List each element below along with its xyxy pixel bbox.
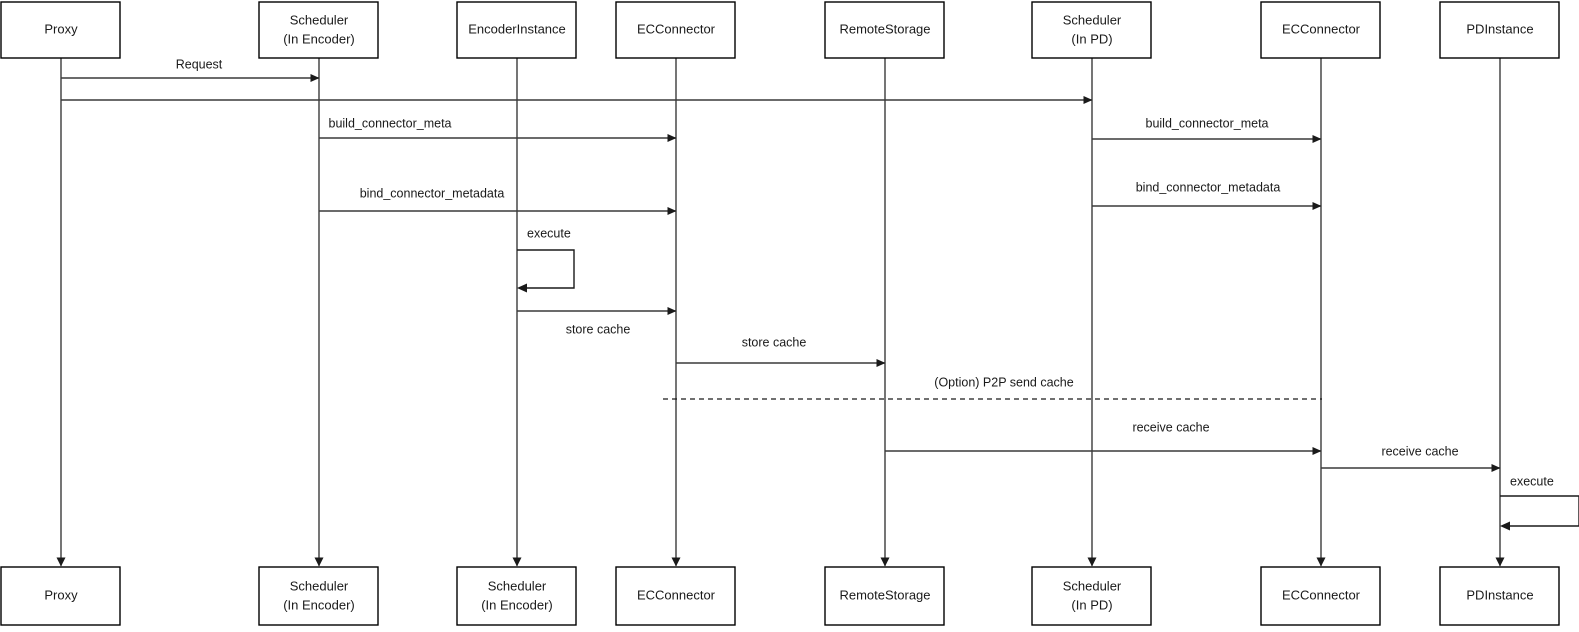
participant-box-rect-remote_store: [824, 1, 945, 59]
participant-bottom-sched_pd[interactable]: Scheduler (In PD): [1031, 566, 1152, 626]
self-message-path-s2: [1500, 495, 1579, 527]
participant-label-pd_inst: PDInstance: [1466, 21, 1533, 36]
message-m9: (Option) P2P send cache: [663, 375, 1322, 400]
participant-label-ec_conn_r: ECConnector: [1282, 21, 1361, 36]
message-label-m5: bind_connector_metadata: [360, 186, 505, 200]
participant-label-pd_inst: PDInstance: [1466, 587, 1533, 602]
lifelines-layer: [56, 58, 1505, 567]
participant-label-sched_enc: Scheduler: [290, 578, 349, 593]
participant-label-sched_pd: Scheduler: [1063, 578, 1122, 593]
participant-sublabel-encoder_inst: (In Encoder): [481, 597, 553, 612]
participant-label-sched_pd: Scheduler: [1063, 12, 1122, 27]
participant-label-remote_store: RemoteStorage: [839, 21, 930, 36]
participant-label-ec_conn_r: ECConnector: [1282, 587, 1361, 602]
self-messages-layer: execute execute: [517, 226, 1579, 531]
participant-box-rect-pd_inst: [1439, 566, 1560, 626]
self-message-label-s1: execute: [527, 226, 571, 240]
participant-top-proxy[interactable]: Proxy: [0, 1, 121, 59]
participant-label-ec_conn_l: ECConnector: [637, 21, 716, 36]
participant-bottom-remote_store[interactable]: RemoteStorage: [824, 566, 945, 626]
message-m4: build_connector_meta: [1092, 116, 1322, 143]
participant-top-remote_store[interactable]: RemoteStorage: [824, 1, 945, 59]
participant-label-ec_conn_l: ECConnector: [637, 587, 716, 602]
participant-box-rect-ec_conn_l: [615, 566, 736, 626]
participant-box-rect-ec_conn_r: [1260, 566, 1381, 626]
participant-box-rect-proxy: [0, 1, 121, 59]
message-m7: store cache: [517, 307, 677, 336]
participant-box-rect-sched_pd: [1031, 566, 1152, 626]
participant-box-rect-encoder_inst: [456, 1, 577, 59]
participant-top-sched_enc[interactable]: Scheduler (In Encoder): [258, 1, 379, 59]
message-m10: receive cache: [885, 420, 1322, 455]
self-message-s1: execute: [517, 226, 575, 293]
participant-box-rect-pd_inst: [1439, 1, 1560, 59]
participant-label-encoder_inst: EncoderInstance: [468, 21, 566, 36]
self-message-arrowhead-s2: [1500, 521, 1510, 531]
participant-label-remote_store: RemoteStorage: [839, 587, 930, 602]
participant-sublabel-sched_enc: (In Encoder): [283, 31, 355, 46]
message-label-m11: receive cache: [1381, 444, 1458, 458]
participant-bottom-ec_conn_l[interactable]: ECConnector: [615, 566, 736, 626]
message-m5: bind_connector_metadata: [319, 186, 677, 215]
messages-layer: Request build_connector_meta build_connect…: [61, 57, 1501, 472]
message-label-m1: Request: [176, 57, 223, 71]
participant-top-ec_conn_r[interactable]: ECConnector: [1260, 1, 1381, 59]
participant-sublabel-sched_pd: (In PD): [1071, 31, 1112, 46]
participant-bottom-ec_conn_r[interactable]: ECConnector: [1260, 566, 1381, 626]
participant-box-rect-sched_pd: [1031, 1, 1152, 59]
participant-label-encoder_inst: Scheduler: [488, 578, 547, 593]
participant-top-pd_inst[interactable]: PDInstance: [1439, 1, 1560, 59]
participant-top-encoder_inst[interactable]: EncoderInstance: [456, 1, 577, 59]
participant-sublabel-sched_enc: (In Encoder): [283, 597, 355, 612]
top-participant-boxes: Proxy Scheduler (In Encoder) EncoderInstanc…: [0, 1, 1560, 59]
participant-box-rect-ec_conn_r: [1260, 1, 1381, 59]
participant-box-rect-sched_enc: [258, 1, 379, 59]
message-label-m9: (Option) P2P send cache: [934, 375, 1073, 389]
message-m6: bind_connector_metadata: [1092, 180, 1322, 210]
self-message-path-s1: [517, 249, 575, 289]
message-label-m7: store cache: [566, 322, 631, 336]
self-message-s2: execute: [1500, 474, 1579, 531]
participant-top-sched_pd[interactable]: Scheduler (In PD): [1031, 1, 1152, 59]
message-m8: store cache: [676, 335, 886, 367]
participant-label-proxy: Proxy: [44, 21, 78, 36]
participant-bottom-sched_enc[interactable]: Scheduler (In Encoder): [258, 566, 379, 626]
participant-top-ec_conn_l[interactable]: ECConnector: [615, 1, 736, 59]
participant-box-rect-encoder_inst: [456, 566, 577, 626]
message-label-m10: receive cache: [1132, 420, 1209, 434]
participant-label-sched_enc: Scheduler: [290, 12, 349, 27]
message-m1: Request: [61, 57, 320, 82]
message-label-m8: store cache: [742, 335, 807, 349]
message-m3: build_connector_meta: [319, 116, 677, 142]
self-message-arrowhead-s1: [517, 283, 527, 293]
bottom-participant-boxes: Proxy Scheduler (In Encoder) Scheduler (In E…: [0, 566, 1560, 626]
message-label-m3: build_connector_meta: [329, 116, 452, 130]
participant-label-proxy: Proxy: [44, 587, 78, 602]
participant-bottom-proxy[interactable]: Proxy: [0, 566, 121, 626]
self-message-label-s2: execute: [1510, 474, 1554, 488]
message-label-m4: build_connector_meta: [1146, 116, 1269, 130]
message-m11: receive cache: [1321, 444, 1501, 472]
message-label-m6: bind_connector_metadata: [1136, 180, 1281, 194]
participant-sublabel-sched_pd: (In PD): [1071, 597, 1112, 612]
participant-bottom-pd_inst[interactable]: PDInstance: [1439, 566, 1560, 626]
participant-box-rect-sched_enc: [258, 566, 379, 626]
participant-box-rect-proxy: [0, 566, 121, 626]
participant-box-rect-remote_store: [824, 566, 945, 626]
participant-bottom-encoder_inst[interactable]: Scheduler (In Encoder): [456, 566, 577, 626]
participant-box-rect-ec_conn_l: [615, 1, 736, 59]
